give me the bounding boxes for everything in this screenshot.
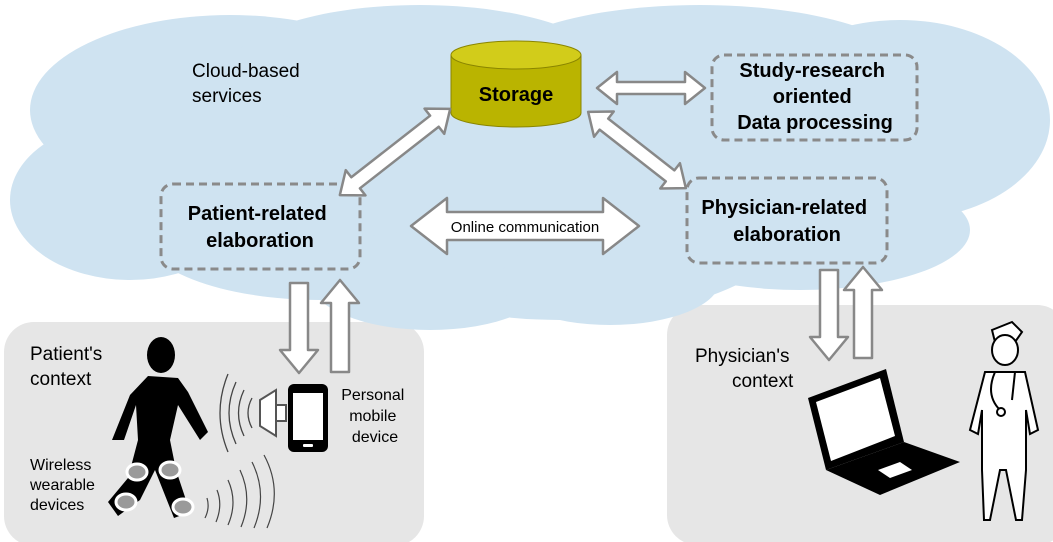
study-research-box	[710, 53, 919, 142]
storage-physician-arrow	[586, 110, 688, 190]
cloud-label: Cloud-based services	[192, 61, 305, 107]
physician-down-arrow	[808, 268, 850, 362]
storage-label: Storage	[479, 84, 553, 106]
speaker-icon	[259, 388, 287, 438]
patient-down-arrow	[278, 281, 320, 375]
laptop-icon	[808, 369, 960, 495]
storage-cylinder	[450, 40, 582, 128]
patient-elaboration-label: Patient-related elaboration	[188, 203, 333, 252]
patient-elaboration-box	[159, 182, 362, 271]
wireless-signal-waves	[204, 454, 275, 529]
mobile-device-label: Personal mobile device	[341, 387, 409, 446]
storage-patient-arrow	[338, 107, 452, 197]
physician-context-title: Physician's context	[695, 346, 795, 392]
online-communication-arrow	[409, 196, 641, 256]
study-research-label: Study-research oriented Data processing	[737, 60, 893, 134]
patient-context-title: Patient's context	[30, 344, 108, 390]
doctor-icon	[968, 320, 1040, 521]
storage-study-arrow	[595, 70, 707, 106]
physician-elaboration-label: Physician-related elaboration	[701, 197, 872, 246]
physician-up-arrow	[842, 265, 884, 360]
physician-elaboration-box	[685, 176, 889, 265]
person-walking-icon	[108, 337, 208, 518]
cloud-shape	[10, 5, 1050, 330]
patient-up-arrow	[319, 278, 361, 374]
online-communication-label: Online communication	[451, 219, 599, 236]
wearable-devices-label: Wireless wearable devices	[29, 457, 99, 514]
sensor-icon	[114, 460, 195, 517]
smartphone-icon	[288, 384, 328, 452]
patient-context-panel	[4, 322, 424, 542]
speaker-signal-waves	[219, 373, 253, 453]
